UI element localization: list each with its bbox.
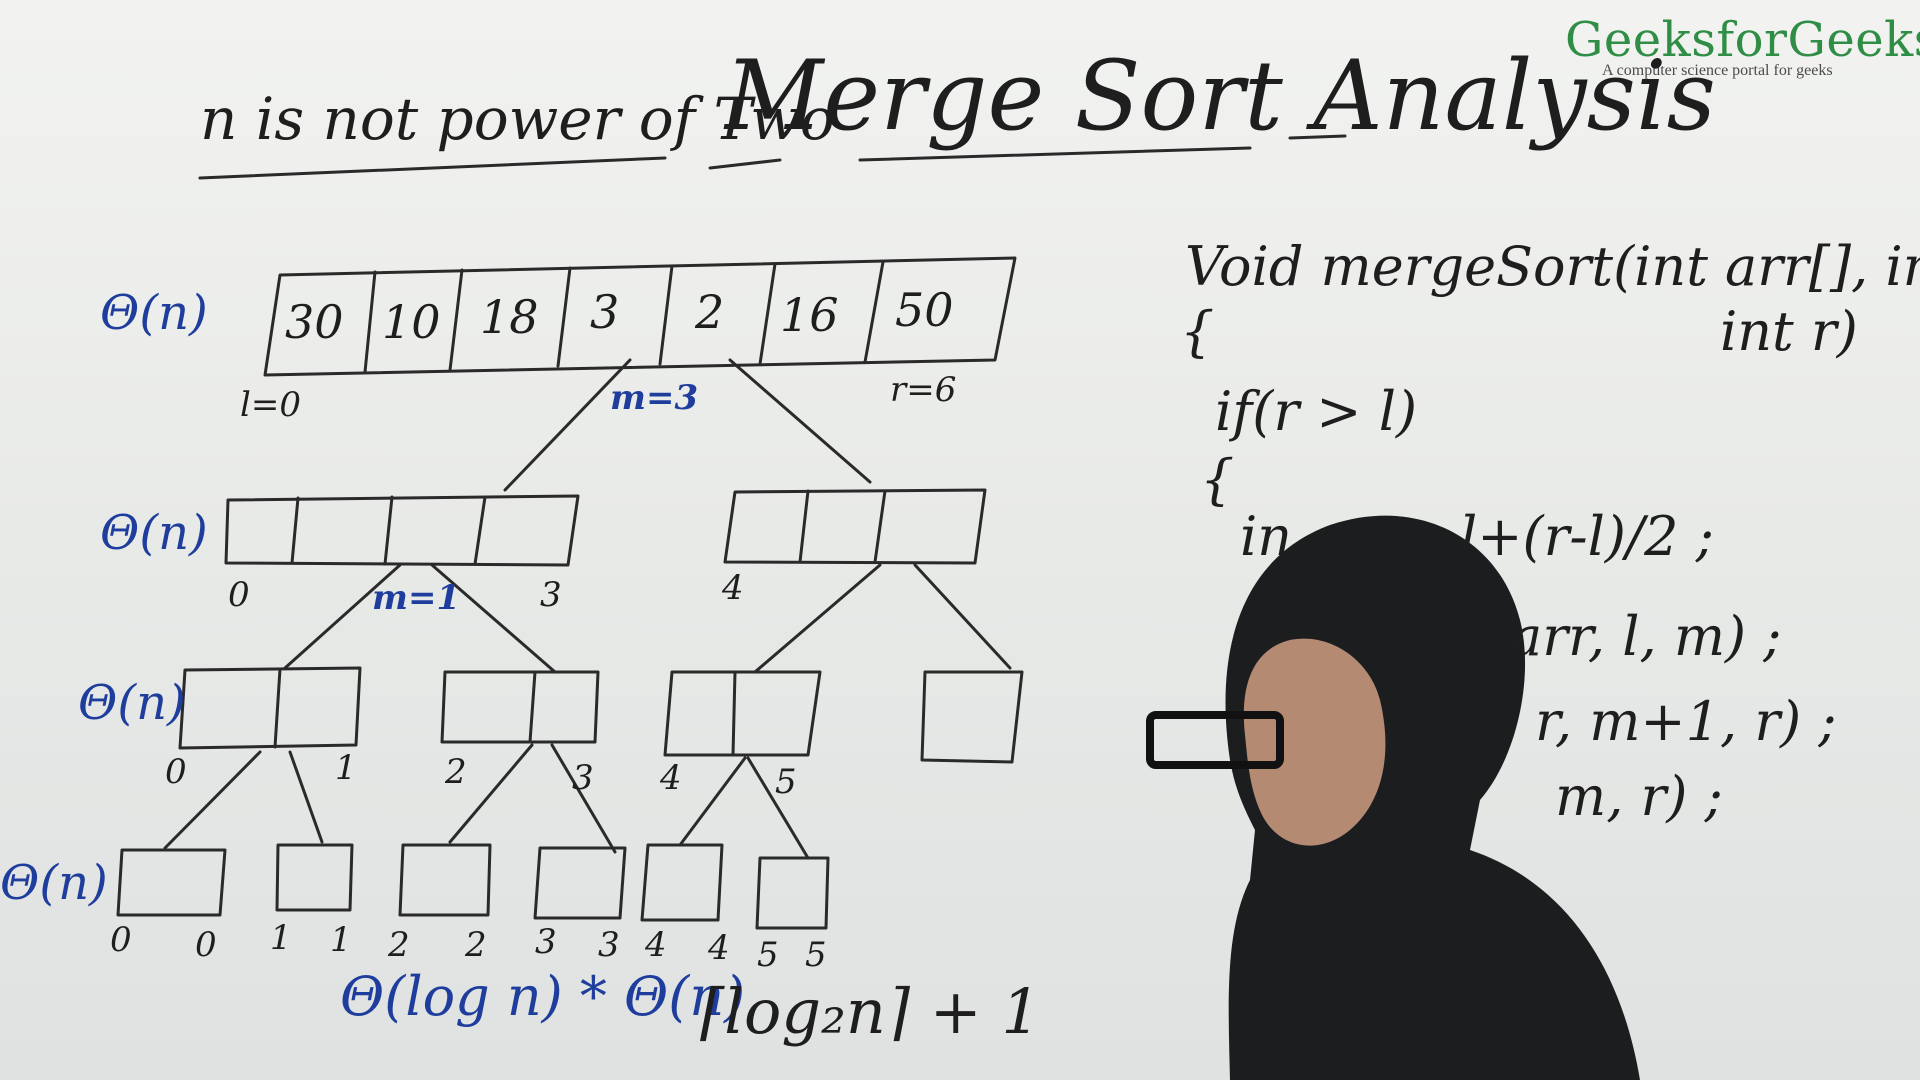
logo-tagline: A computer science portal for geeks — [1602, 62, 1833, 79]
array-cell: 2 — [695, 285, 725, 339]
index-label: 2 — [445, 752, 467, 792]
index-label: 4 — [708, 928, 730, 968]
level2-divider — [383, 495, 394, 566]
branch-line — [288, 750, 324, 844]
index-label: 0 — [165, 752, 187, 792]
level3-box — [663, 670, 822, 757]
array-cell: 18 — [480, 290, 539, 344]
level3-box — [920, 670, 1024, 764]
logo-title: GeeksforGeeks — [1565, 12, 1920, 68]
level-label: Θ(n) — [100, 285, 208, 341]
array-cell: 3 — [590, 285, 620, 339]
index-label: 3 — [572, 758, 594, 798]
level2-divider — [290, 496, 300, 565]
top-array-divider — [758, 262, 777, 366]
right-index-label: r=6 — [890, 370, 957, 410]
index-label: 3 — [598, 925, 620, 965]
index-label: 1 — [330, 920, 352, 960]
level2-right-box — [723, 488, 987, 565]
array-cell: 30 — [285, 295, 344, 349]
level4-box — [275, 843, 354, 912]
mid-index-label: m=1 — [372, 578, 461, 618]
title-underline-left — [198, 156, 667, 180]
level3-divider — [731, 670, 737, 757]
code-line: if(r > l) — [1215, 380, 1418, 443]
branch-line — [503, 358, 632, 492]
height-formula: ⌈log₂n⌉ + 1 — [700, 975, 1041, 1048]
branch-line — [163, 750, 262, 850]
level4-box — [640, 843, 724, 922]
level2-left-box — [224, 494, 580, 567]
code-line: int r) — [1720, 300, 1858, 363]
level3-divider — [273, 667, 282, 749]
level2-divider — [473, 495, 487, 566]
level3-divider — [528, 670, 537, 744]
level2-divider — [873, 489, 887, 564]
index-label: 4 — [660, 758, 682, 798]
level4-box — [533, 846, 627, 920]
branch-line — [448, 743, 534, 844]
top-array-divider — [448, 268, 464, 372]
level2-divider — [798, 489, 810, 564]
top-array-divider — [556, 266, 572, 368]
index-label: 4 — [722, 568, 744, 608]
code-line: Void mergeSort(int arr[], int l, — [1185, 235, 1920, 298]
level4-box — [398, 843, 492, 917]
index-label: 1 — [270, 918, 292, 958]
top-array-box — [263, 256, 1017, 377]
index-label: 3 — [535, 922, 557, 962]
code-line: m, r) ; — [1555, 765, 1723, 828]
branch-line — [283, 563, 402, 670]
title-underline-main — [708, 134, 1347, 170]
index-label: 3 — [540, 575, 562, 615]
level4-box — [755, 856, 830, 930]
branch-line — [678, 756, 747, 847]
top-array-divider — [363, 270, 377, 374]
level-label: Θ(n) — [78, 675, 186, 731]
title-prefix: n is not power of Two — [200, 85, 835, 153]
code-line: l+(r-l)/2 ; — [1460, 505, 1714, 568]
code-line: { — [1180, 300, 1215, 363]
branch-line — [728, 358, 872, 484]
code-line: { — [1200, 448, 1235, 511]
level4-box — [116, 848, 227, 917]
index-label: 2 — [465, 925, 487, 965]
index-label: 4 — [645, 925, 667, 965]
level-label: Θ(n) — [0, 855, 108, 911]
index-label: 0 — [195, 925, 217, 965]
array-cell: 16 — [780, 288, 839, 342]
index-label: 5 — [775, 762, 797, 802]
branch-line — [550, 743, 617, 854]
top-array-divider — [658, 264, 674, 366]
index-label: 5 — [757, 935, 779, 975]
array-cell: 10 — [382, 295, 441, 349]
level3-box — [178, 666, 362, 750]
top-array-divider — [863, 260, 885, 364]
level3-box — [440, 670, 600, 744]
level-label: Θ(n) — [100, 505, 208, 561]
branch-line — [746, 756, 810, 860]
index-label: 0 — [228, 575, 250, 615]
index-label: 2 — [388, 925, 410, 965]
mid-index-label: m=3 — [610, 378, 699, 418]
complexity-formula: Θ(log n) * Θ(n) — [340, 965, 746, 1028]
index-label: 1 — [335, 748, 357, 788]
code-line: arr, l, m) ; — [1510, 605, 1782, 668]
index-label: 0 — [110, 920, 132, 960]
array-cell: 50 — [895, 283, 954, 337]
code-line: r, m+1, r) ; — [1535, 690, 1837, 753]
page-title: Merge Sort Analysis — [725, 40, 1716, 152]
branch-line — [430, 563, 557, 674]
left-index-label: l=0 — [240, 385, 301, 425]
branch-line — [753, 563, 882, 674]
code-line: in — [1240, 505, 1293, 568]
index-label: 5 — [805, 935, 827, 975]
branch-line — [913, 563, 1012, 670]
presenter — [1146, 515, 1640, 1080]
